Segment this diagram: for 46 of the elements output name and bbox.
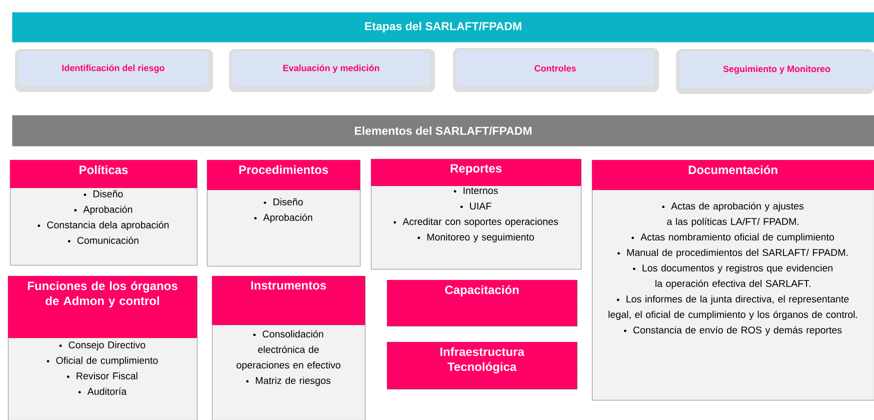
bullet-list: Consejo Directivo Oficial de cumplimiento Revisor Fiscal Auditoría [46,341,158,395]
node-label: Consejo Directivo [68,341,146,350]
stage-box: Identificación del riesgo [15,49,213,92]
node-label: Actas nombramiento oficial de cumplimiento [640,233,834,242]
header-band: Etapas del SARLAFT/FPADM [12,12,874,42]
card-heading: Documentación [688,165,778,174]
card [592,160,874,400]
node-label: Los documentos y registros que evidencien la operación efectiva del SARLAFT. [642,264,832,289]
node-label: Diseño [94,190,123,198]
card-heading: Reportes [450,164,502,175]
node-label: Oficial de cumplimiento [56,356,158,366]
card-heading: Infraestructura Tecnológica [440,347,524,374]
card [386,342,578,390]
card-heading: Políticas [80,165,128,174]
bullet-list: Diseño Aprobación [254,198,312,223]
node-label: Constancia dela aprobación [47,221,169,230]
node-label: UIAF [470,202,492,210]
node-label: Los informes de la junta directiva, el representante legal, el oficial de cumplimiento y los órganos de control. [608,295,858,320]
card [386,280,578,326]
card [8,276,198,420]
node-label: Monitoreo y seguimiento [427,233,534,242]
node-label: Actas de aprobación y ajustes a las políticas LA/FT/ FPADM. [667,202,804,227]
node-label: Constancia de envío de ROS y demás reportes [633,326,842,336]
node-label: Auditoría [87,388,127,395]
header-band: Elementos del SARLAFT/FPADM [12,115,874,146]
card [212,276,366,420]
card-heading: Instrumentos [251,281,326,290]
card-heading: Capacitación [445,285,519,296]
card-heading: Funciones de los órganos de Admon y control [28,281,178,308]
node-label: Manual de procedimientos del SARLAFT/ FPADM. [627,248,848,258]
node-label: Revisor Fiscal [76,372,138,380]
node-label: Acreditar con soportes operaciones [402,218,558,227]
card [370,158,582,270]
node-label: Comunicación [77,236,138,244]
node-label: Internos [464,187,498,194]
card [206,160,360,266]
stage-box: Evaluación y medición [229,49,435,92]
node-label: Aprobación [83,206,132,215]
bullet-list: Internos UIAF Acreditar con soportes operaciones Monitoreo y seguimiento [394,187,558,242]
bullet-list: Consolidación electrónica de operaciones en efectivo Matriz de riesgos [236,330,340,386]
stage-box: Seguimiento y Monitoreo [676,49,874,94]
bullet-list: Actas de aprobación y ajustes a las políticas LA/FT/ FPADM. Actas nombramiento oficial de cumplimiento Manual de procedimientos del SARLAFT/ FPADM. Los documentos y registros que evidencien la operación efectiva del SARLAFT. Los informes de la junta directiva, el representante legal, el oficial de cumplimiento y los órganos de control. Constancia de envío de ROS y demás reportes [608,202,858,336]
bullet-list: Diseño Aprobación Constancia dela aprobación Comunicación [38,190,169,244]
card [10,160,198,266]
stage-box: Controles [453,48,659,92]
card-heading: Procedimientos [239,165,328,174]
